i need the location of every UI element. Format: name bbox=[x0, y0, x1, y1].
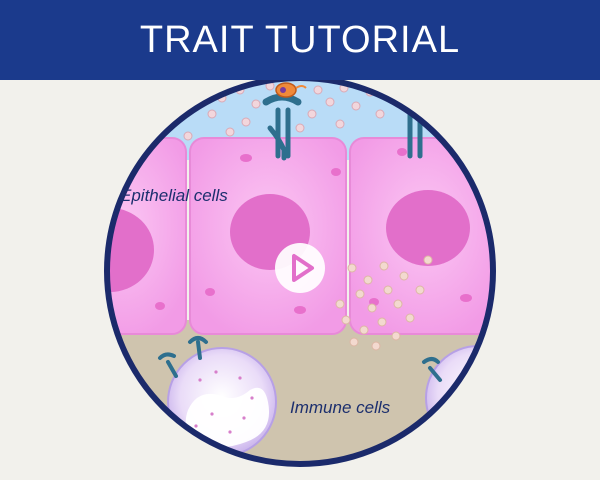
immune-cell bbox=[167, 347, 277, 457]
secreted-particles bbox=[335, 255, 433, 351]
frame-circle bbox=[104, 80, 496, 467]
video-thumbnail[interactable]: Epithelial cells Immune cells bbox=[0, 80, 600, 480]
page-title: TRAIT TUTORIAL bbox=[139, 18, 461, 61]
play-icon bbox=[275, 243, 325, 293]
header-bar: TRAIT TUTORIAL bbox=[0, 0, 600, 80]
tutorial-illustration bbox=[104, 80, 496, 467]
play-button[interactable] bbox=[274, 242, 326, 294]
cell-nucleus bbox=[386, 190, 470, 266]
receptor-icon bbox=[158, 336, 442, 382]
bacterium-icon bbox=[275, 82, 307, 98]
immune-label: Immune cells bbox=[290, 398, 391, 417]
epithelial-label: Epithelial cells bbox=[120, 186, 228, 205]
epithelial-cells bbox=[107, 137, 493, 335]
